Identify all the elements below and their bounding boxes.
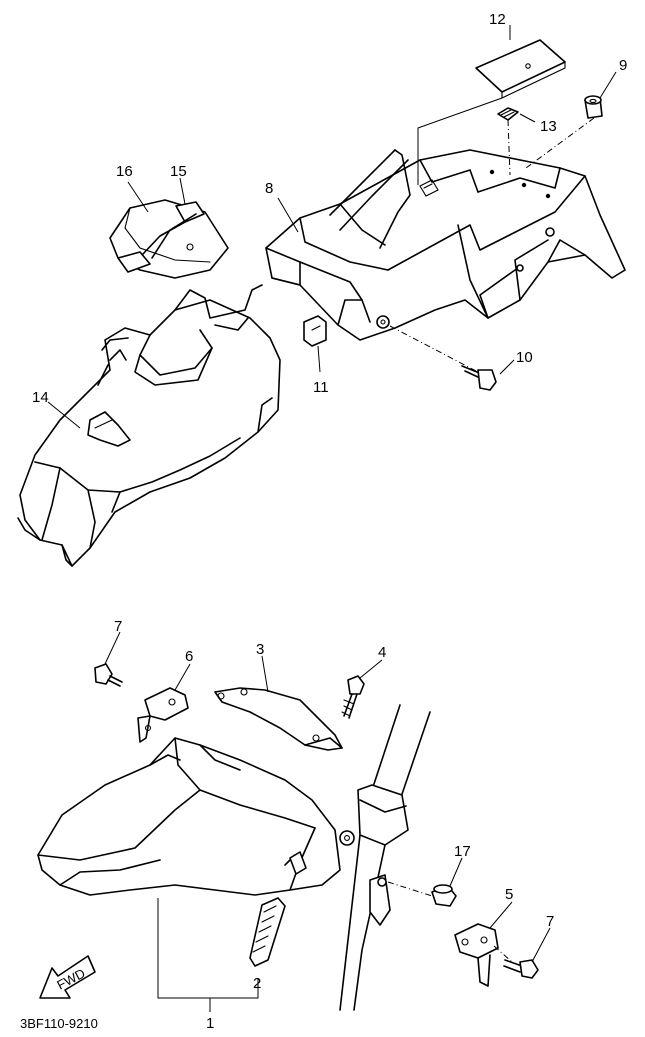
part-12-plate xyxy=(475,39,566,99)
part-6-bracket xyxy=(137,687,189,743)
callout-9: 9 xyxy=(619,57,627,74)
part-4-bolt xyxy=(341,675,365,719)
callout-7-lower: 7 xyxy=(546,913,554,930)
part-9-grommet xyxy=(584,95,603,119)
part-10-bolt xyxy=(389,325,497,391)
part-17-cap xyxy=(387,881,457,907)
callout-1: 1 xyxy=(206,1015,214,1032)
callout-15: 15 xyxy=(170,163,187,180)
callout-17: 17 xyxy=(454,843,471,860)
callout-4: 4 xyxy=(378,644,386,661)
fwd-label: FWD xyxy=(54,965,87,992)
callout-14: 14 xyxy=(32,389,49,406)
part-13-clip xyxy=(497,107,519,121)
part-11-nut-clip xyxy=(303,315,327,347)
part-14-rear-fender xyxy=(17,284,281,567)
part-5-bracket xyxy=(454,923,499,987)
callout-5: 5 xyxy=(505,886,513,903)
callout-13: 13 xyxy=(540,118,557,135)
callout-3: 3 xyxy=(256,641,264,658)
part-15-band xyxy=(117,201,205,273)
callout-16: 16 xyxy=(116,163,133,180)
front-fork-tube xyxy=(339,704,431,1011)
callout-6: 6 xyxy=(185,648,193,665)
part-8-rear-fender-frame xyxy=(265,149,626,341)
callout-11: 11 xyxy=(313,379,329,396)
part-7-bolt-lower xyxy=(493,945,539,979)
callout-8: 8 xyxy=(265,180,273,197)
callout-2: 2 xyxy=(253,975,261,992)
fwd-arrow-icon: FWD xyxy=(39,955,96,999)
part-7-bolt-upper xyxy=(94,663,123,687)
callout-7-upper: 7 xyxy=(114,618,122,635)
diagram-code: 3BF110-9210 xyxy=(20,1016,98,1031)
part-2-reflector xyxy=(249,897,286,967)
callout-12: 12 xyxy=(489,11,506,28)
callout-10: 10 xyxy=(516,349,533,366)
part-1-front-fender xyxy=(37,737,341,896)
part-3-fender-stay xyxy=(214,687,343,751)
